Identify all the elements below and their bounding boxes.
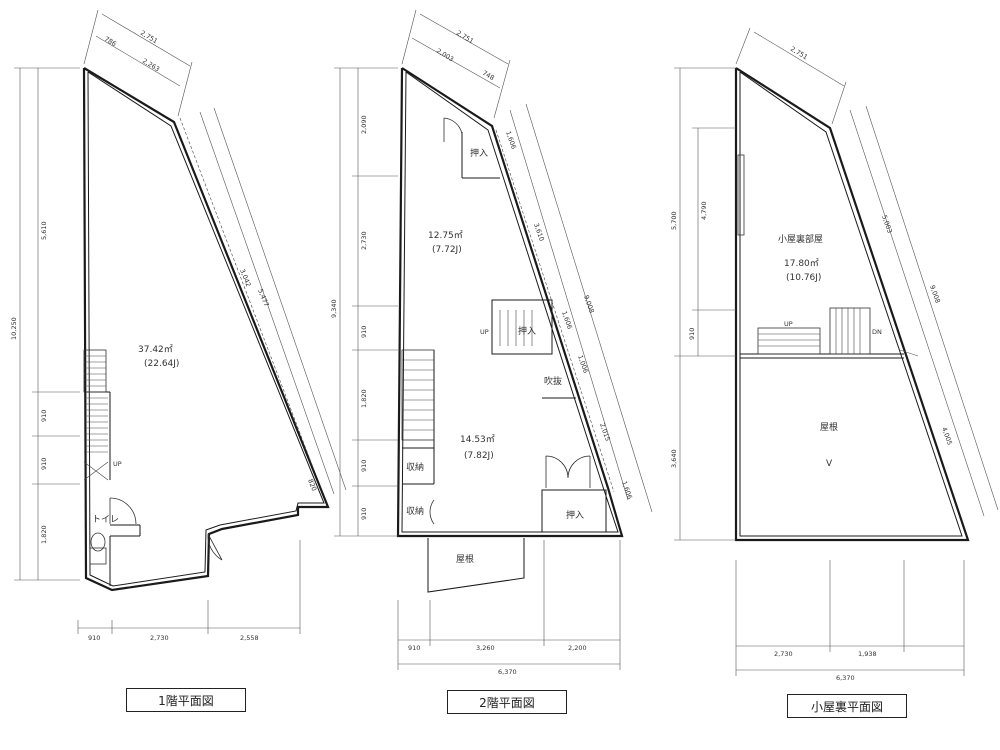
floor1-dim-t0: 2,751 bbox=[139, 29, 159, 45]
floor1-dim-total: 10,250 bbox=[10, 317, 18, 340]
attic-dim-d2: 4,005 bbox=[940, 426, 954, 446]
floor2-dim-l0: 2,090 bbox=[360, 115, 368, 134]
floor1-dim-l2: 910 bbox=[40, 458, 48, 470]
floor2-dim-l5: 910 bbox=[360, 508, 368, 520]
floor2-dim-l3: 1,820 bbox=[360, 389, 368, 408]
floor1-title: 1階平面図 bbox=[126, 688, 246, 712]
floor1-dim-b0: 910 bbox=[88, 634, 100, 642]
floor2-plan: 押入 UP 押入 吹抜 収納 収納 12.75㎡ (7.72J) 14.53㎡ bbox=[330, 9, 653, 676]
floor2-closet1-label: 押入 bbox=[470, 147, 488, 159]
floor2-dim-d6: 1,606 bbox=[620, 480, 634, 500]
attic-dim-b0: 2,730 bbox=[774, 650, 793, 658]
floor2-dim-l2: 910 bbox=[360, 326, 368, 338]
floor2-dim-t1: 2,003 bbox=[435, 47, 455, 63]
floor2-area-upper: 12.75㎡ bbox=[428, 230, 463, 241]
attic-room-label: 小屋裏部屋 bbox=[778, 233, 823, 245]
floor2-area-lower-jo: (7.82J) bbox=[464, 451, 494, 461]
floor2-dim-d4: 1,006 bbox=[576, 354, 590, 374]
floor1-dim-b1: 2,730 bbox=[150, 634, 169, 642]
floor1-dim-b2: 2,558 bbox=[240, 634, 259, 642]
floor2-dim-b0: 910 bbox=[408, 644, 420, 652]
floor1-toilet-label: トイレ bbox=[92, 515, 119, 525]
attic-area: 17.80㎡ bbox=[784, 258, 819, 269]
attic-dim-l0: 5,700 bbox=[670, 211, 678, 230]
floor2-dim-t2: 748 bbox=[481, 69, 496, 82]
attic-dim-b1: 1,938 bbox=[858, 650, 877, 658]
floor2-dim-d0: 1,606 bbox=[504, 130, 518, 150]
floor2-dim-l4: 910 bbox=[360, 460, 368, 472]
floor2-roof-label: 屋根 bbox=[456, 553, 474, 565]
floor1-dim-l0: 5,610 bbox=[40, 221, 48, 240]
floor2-closet2-label: 押入 bbox=[518, 325, 536, 337]
attic-slope-label: V bbox=[826, 459, 833, 469]
floor2-area-lower: 14.53㎡ bbox=[460, 434, 495, 445]
floor1-up-label: UP bbox=[113, 460, 122, 468]
floor2-storage2-label: 収納 bbox=[406, 505, 424, 517]
floor1-dim-l1: 910 bbox=[40, 410, 48, 422]
floor1-dim-t1: 786 bbox=[103, 35, 118, 48]
floor1-outer-wall bbox=[82, 67, 330, 592]
attic-dim-d1: 9,008 bbox=[928, 284, 942, 304]
floor2-title: 2階平面図 bbox=[447, 690, 567, 714]
floor1-plan: 37.42㎡ (22.64J) トイレ UP 910 2,730 2,558 5… bbox=[10, 9, 347, 642]
floor2-up-label: UP bbox=[480, 328, 489, 336]
floor1-area: 37.42㎡ bbox=[138, 344, 173, 355]
floor2-closet3-label: 押入 bbox=[566, 509, 584, 521]
floor2-stairs-lower bbox=[401, 349, 435, 441]
attic-dim-l3: 3,640 bbox=[670, 449, 678, 468]
attic-roof-label: 屋根 bbox=[820, 421, 838, 433]
floor1-dim-t2: 2,263 bbox=[141, 57, 161, 73]
attic-title: 小屋裏平面図 bbox=[787, 694, 907, 718]
attic-dim-d0: 5,003 bbox=[880, 214, 894, 234]
attic-plan: UP DN 小屋裏部屋 17.80㎡ (10.76J) 屋根 V 2,730 1… bbox=[670, 27, 999, 682]
attic-stairs bbox=[757, 307, 871, 355]
floor2-dim-d1: 3,610 bbox=[532, 222, 546, 242]
floor2-storage1-label: 収納 bbox=[406, 461, 424, 473]
floor2-dim-l1: 2,730 bbox=[360, 231, 368, 250]
attic-dim-total: 6,370 bbox=[836, 674, 855, 682]
attic-dim-l2: 910 bbox=[688, 328, 696, 340]
floor2-dim-t0: 2,751 bbox=[455, 29, 475, 45]
floor2-fukinuke-label: 吹抜 bbox=[544, 375, 562, 387]
attic-area-jo: (10.76J) bbox=[786, 273, 821, 283]
floor2-dim-b1: 3,260 bbox=[476, 644, 495, 652]
attic-dn-label: DN bbox=[872, 328, 882, 336]
floor2-stairs-upper bbox=[499, 310, 533, 346]
floor2-outer-wall bbox=[396, 67, 624, 538]
floor2-dim-b2: 2,200 bbox=[568, 644, 587, 652]
floor2-area-upper-jo: (7.72J) bbox=[432, 245, 462, 255]
floor2-dim-d2: 9,008 bbox=[582, 294, 596, 314]
floor1-stairs bbox=[83, 349, 109, 481]
attic-dim-l1: 4,790 bbox=[700, 201, 708, 220]
floor2-dim-total-l: 9,340 bbox=[330, 299, 338, 318]
attic-up-label: UP bbox=[784, 320, 793, 328]
floor1-dim-d1: 5,477 bbox=[256, 288, 270, 308]
floor1-dim-l3: 1,820 bbox=[40, 525, 48, 544]
floor2-dim-total: 6,370 bbox=[498, 668, 517, 676]
attic-outer-wall bbox=[734, 67, 970, 542]
toilet-icon bbox=[89, 547, 107, 565]
floor1-area-jo: (22.64J) bbox=[144, 359, 179, 369]
floor2-dim-d5: 2,015 bbox=[598, 422, 612, 442]
